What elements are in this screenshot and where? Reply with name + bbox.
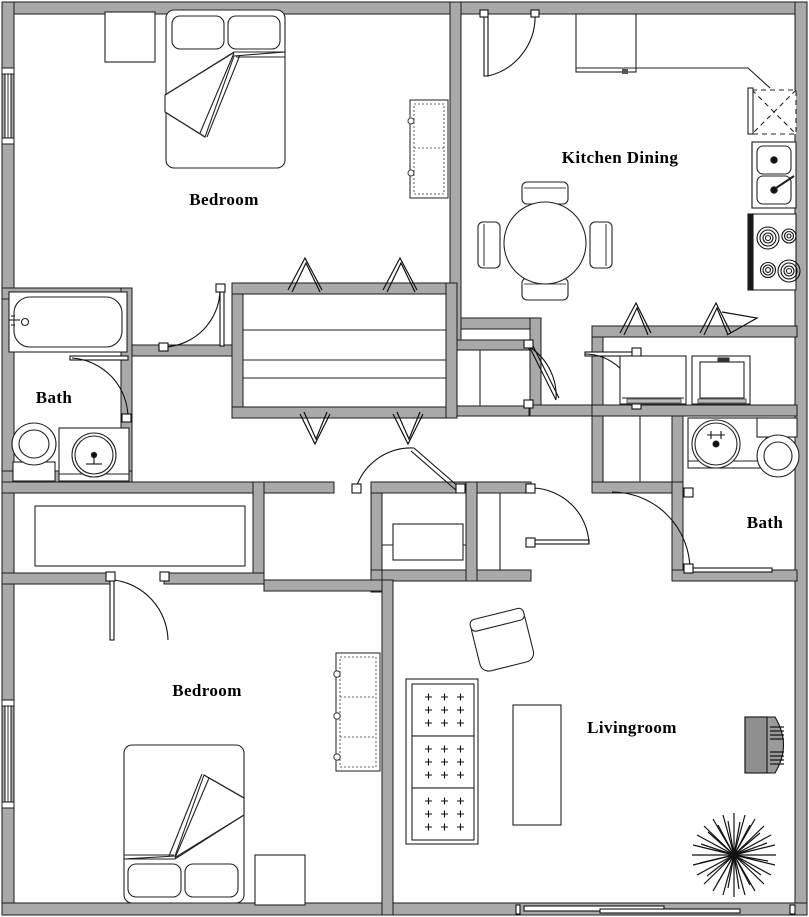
toilet-icon — [11, 422, 57, 482]
bathtub-icon — [8, 291, 128, 353]
toilet-right-icon — [756, 417, 800, 478]
door-bath-right — [611, 487, 773, 574]
bed-icon — [164, 9, 286, 169]
bifold-top-left — [287, 256, 323, 293]
bifold-top-right — [382, 256, 418, 293]
bifold-bottom-left — [299, 411, 331, 446]
door-bedroom-top — [158, 283, 226, 352]
sofa-tufts-1 — [425, 693, 464, 727]
misc-elements — [392, 523, 464, 561]
door-bedroom-bottom — [105, 571, 170, 641]
bifold-laundry-right — [699, 301, 732, 336]
plant-icon — [692, 813, 776, 897]
bath-right-fixtures — [619, 355, 800, 478]
closet-shelves — [13, 329, 641, 573]
range-stove-icon — [747, 213, 801, 291]
bath-left-fixtures — [8, 291, 130, 482]
window-bottom-bedroom — [1, 699, 15, 809]
bifold-closet-doors — [287, 256, 759, 446]
door-bath-left — [69, 355, 132, 423]
sofa-tufts-3 — [425, 797, 464, 831]
kitchen-fixtures — [477, 13, 801, 301]
bifold-bottom-right — [392, 411, 424, 446]
vanity-sink-right-icon — [687, 417, 767, 469]
windows — [1, 67, 15, 809]
door-closet-centre-right — [525, 483, 590, 548]
coffee-table-icon — [512, 704, 562, 826]
kitchen-counter — [636, 67, 771, 89]
refrigerator-icon — [747, 87, 797, 135]
door-closet-mid — [523, 339, 560, 409]
television-icon — [744, 716, 785, 774]
armchair-icon — [469, 607, 535, 672]
bifold-laundry-left — [619, 301, 652, 336]
round-table-icon — [477, 181, 613, 301]
bedroom-top-furniture — [104, 9, 449, 199]
entry-door — [479, 9, 540, 77]
vanity-sink-icon — [58, 427, 130, 482]
bed-bottom-icon — [123, 744, 245, 904]
livingroom-furniture — [405, 607, 785, 897]
window-top-bedroom — [1, 67, 15, 145]
nightstand-icon — [104, 11, 156, 63]
double-sink-icon — [751, 141, 797, 209]
dresser-bottom-icon — [333, 652, 381, 772]
dresser-icon — [407, 99, 449, 199]
upper-cabinet — [575, 13, 637, 74]
sliding-door-bottom — [515, 904, 796, 915]
sofa-icon — [405, 678, 479, 845]
bedroom-bottom-furniture — [123, 652, 381, 906]
dryer-icon — [691, 355, 751, 405]
doors — [69, 9, 796, 915]
washer-icon — [619, 355, 687, 405]
door-hall-centre — [351, 447, 466, 494]
bifold-laundry-angled — [721, 311, 759, 336]
nightstand-bottom-icon — [254, 854, 306, 906]
sofa-tufts-2 — [425, 745, 464, 779]
